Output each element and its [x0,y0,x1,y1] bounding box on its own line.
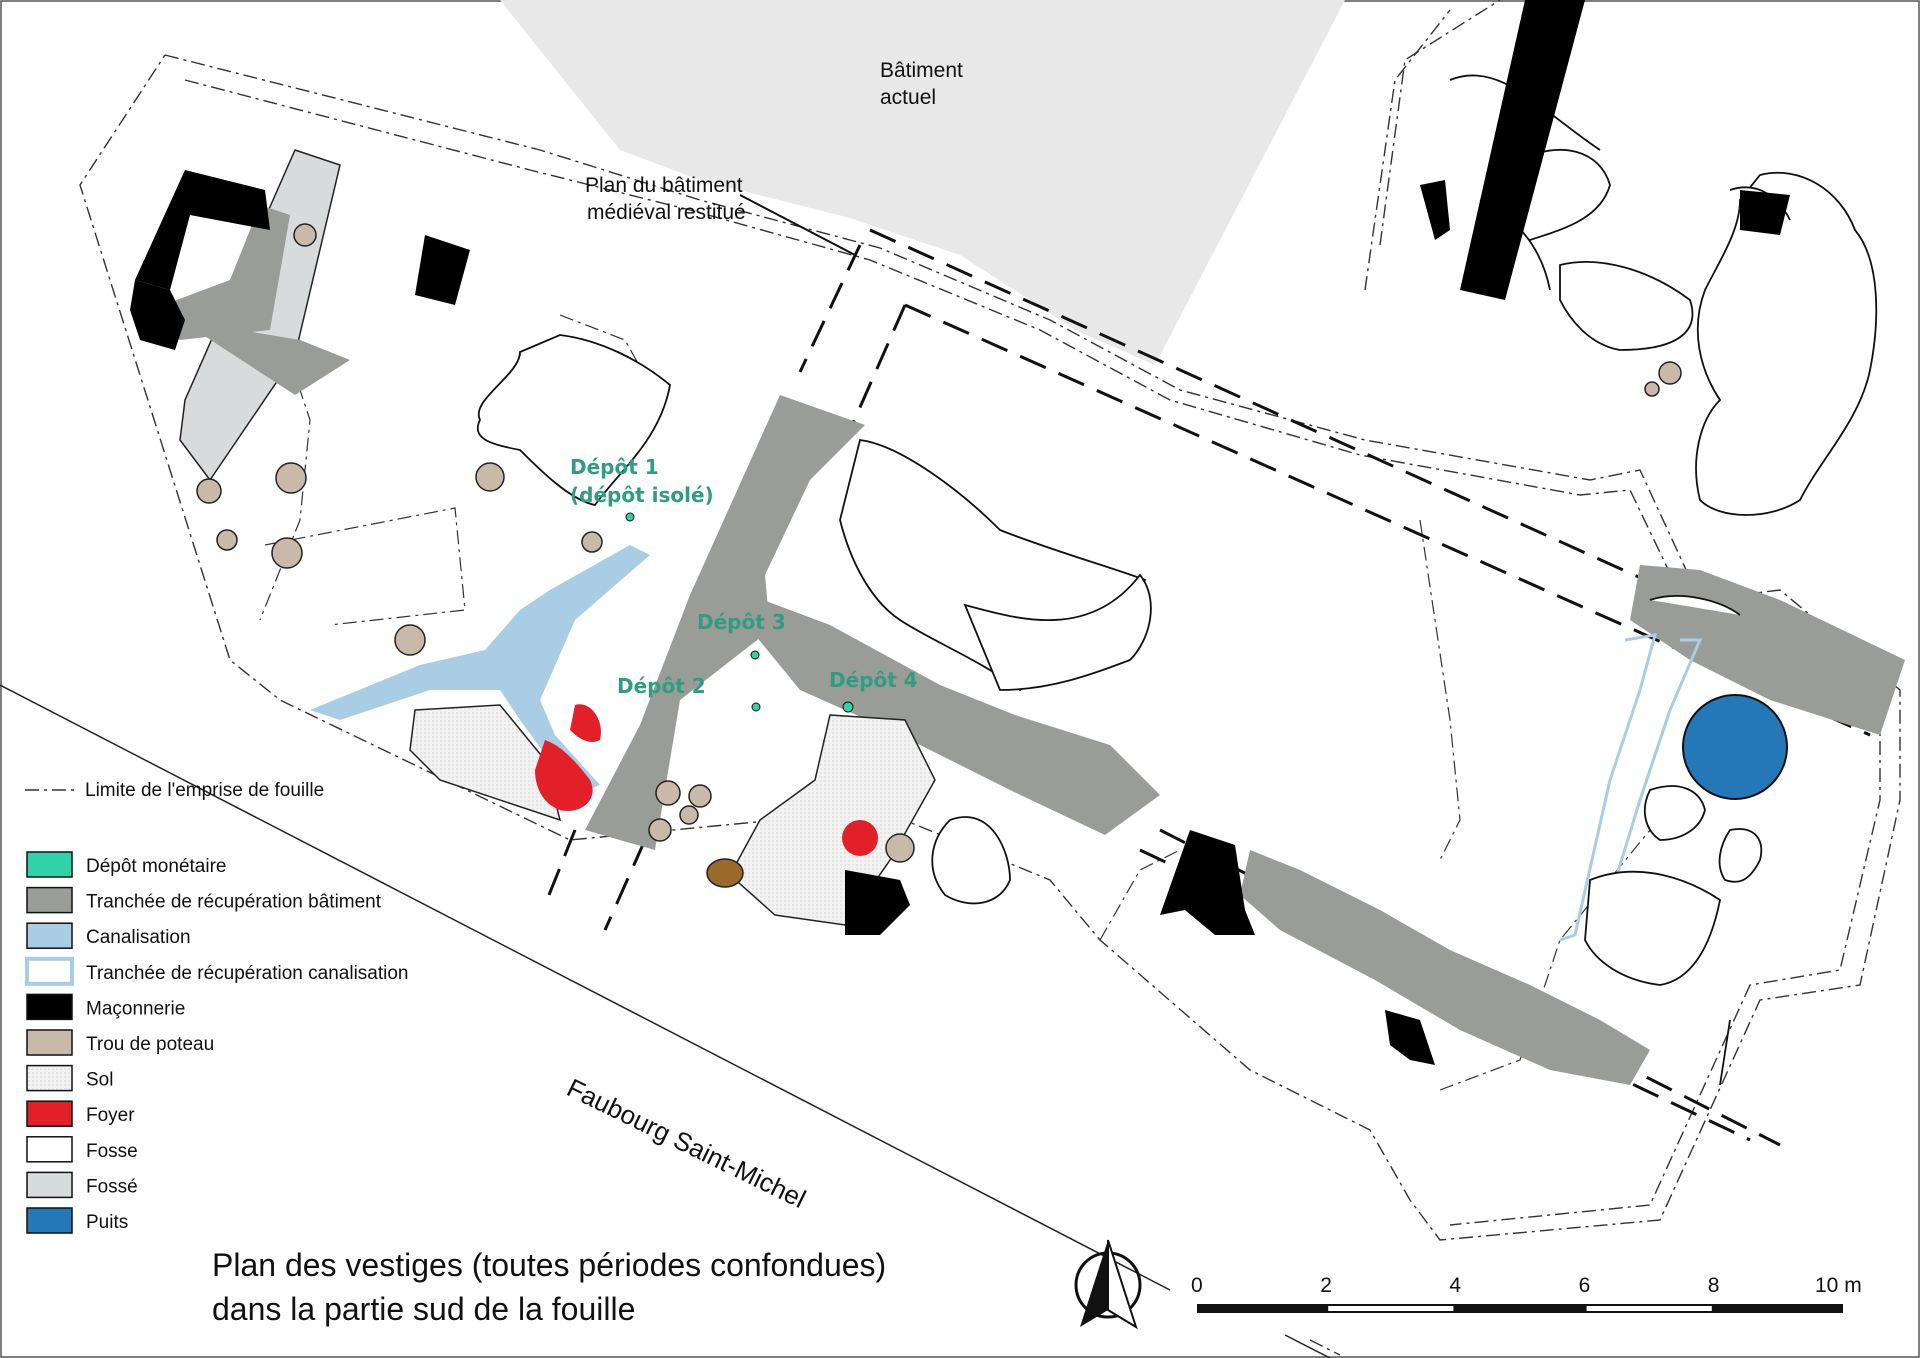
legend-swatch-5 [26,1029,73,1056]
scale-tick-3: 6 [1579,1274,1591,1297]
current-building-area [500,0,1345,365]
limit-legend: Limite de l'emprise de fouille [25,780,324,801]
floors [409,704,936,926]
street-edge-line-2 [1284,1334,1331,1358]
legend-label-3: Tranchée de récupération canalisation [86,963,409,984]
label-medieval-2: médiéval restitué [587,201,746,224]
legend-label-7: Foyer [86,1105,135,1126]
legend-swatch-10 [26,1207,73,1234]
legend-swatch-7 [26,1100,73,1127]
medieval-building-outline [543,228,1901,1147]
legend-swatch-2 [26,922,73,949]
excavation-limit [79,0,1901,1356]
masonry [130,0,1790,1065]
postholes [196,223,1682,863]
brown-hollow [706,858,744,888]
scale-bar-segment-1 [1328,1306,1454,1311]
scale-tick-5: 10 m [1815,1274,1862,1297]
label-depot-3: Dépôt 3 [697,610,786,634]
title-line-1: Plan des vestiges (toutes périodes confo… [212,1247,886,1283]
legend-label-9: Fossé [86,1176,138,1197]
scale-bar: 0 2 4 6 8 10 m [1191,1274,1862,1313]
label-street: Faubourg Saint-Michel [562,1072,810,1214]
north-arrow-icon [1074,1239,1142,1330]
legend-label-2: Canalisation [86,927,191,948]
legend-swatch-9 [26,1171,73,1199]
legend-label-5: Trou de poteau [86,1034,214,1055]
scale-bar-base [1197,1304,1843,1313]
legend-label-8: Fosse [86,1141,138,1162]
label-medieval-1: Plan du bâtiment [585,174,743,197]
legend-swatch-4 [26,993,73,1021]
legend-label-4: Maçonnerie [86,998,185,1019]
scale-bar-segment-3 [1586,1306,1712,1311]
title-line-2: dans la partie sud de la fouille [212,1291,635,1327]
legend-swatch-1 [26,886,73,914]
legend-swatch-8 [26,1136,73,1163]
label-depot-2: Dépôt 2 [617,674,706,698]
well [1682,694,1788,800]
pits [477,74,1878,1086]
label-depot-1-sub: (dépôt isolé) [570,483,714,507]
legend-swatch-0 [26,851,73,878]
medieval-leader-line [739,194,856,256]
legend-label-0: Dépôt monétaire [86,856,226,877]
legend-label-1: Tranchée de récupération bâtiment [86,892,382,913]
hearths [535,704,878,856]
legend-swatch-3 [25,956,74,986]
legend-swatch-6 [26,1064,73,1092]
legend-label-10: Puits [86,1212,128,1233]
coin-depots [625,512,854,713]
scale-tick-1: 2 [1320,1274,1332,1297]
legend-label-6: Sol [86,1070,113,1091]
map-title: Plan des vestiges (toutes périodes confo… [212,1247,886,1327]
label-current-building-1: Bâtiment [880,59,963,82]
label-current-building-2: actuel [880,86,936,109]
scale-tick-4: 8 [1708,1274,1720,1297]
street-edge-line [0,684,1171,1291]
limit-legend-label: Limite de l'emprise de fouille [85,780,324,801]
scale-tick-0: 0 [1191,1274,1203,1297]
label-depot-4: Dépôt 4 [829,668,918,692]
label-depot-1: Dépôt 1 [570,455,659,479]
scale-tick-2: 4 [1449,1274,1461,1297]
